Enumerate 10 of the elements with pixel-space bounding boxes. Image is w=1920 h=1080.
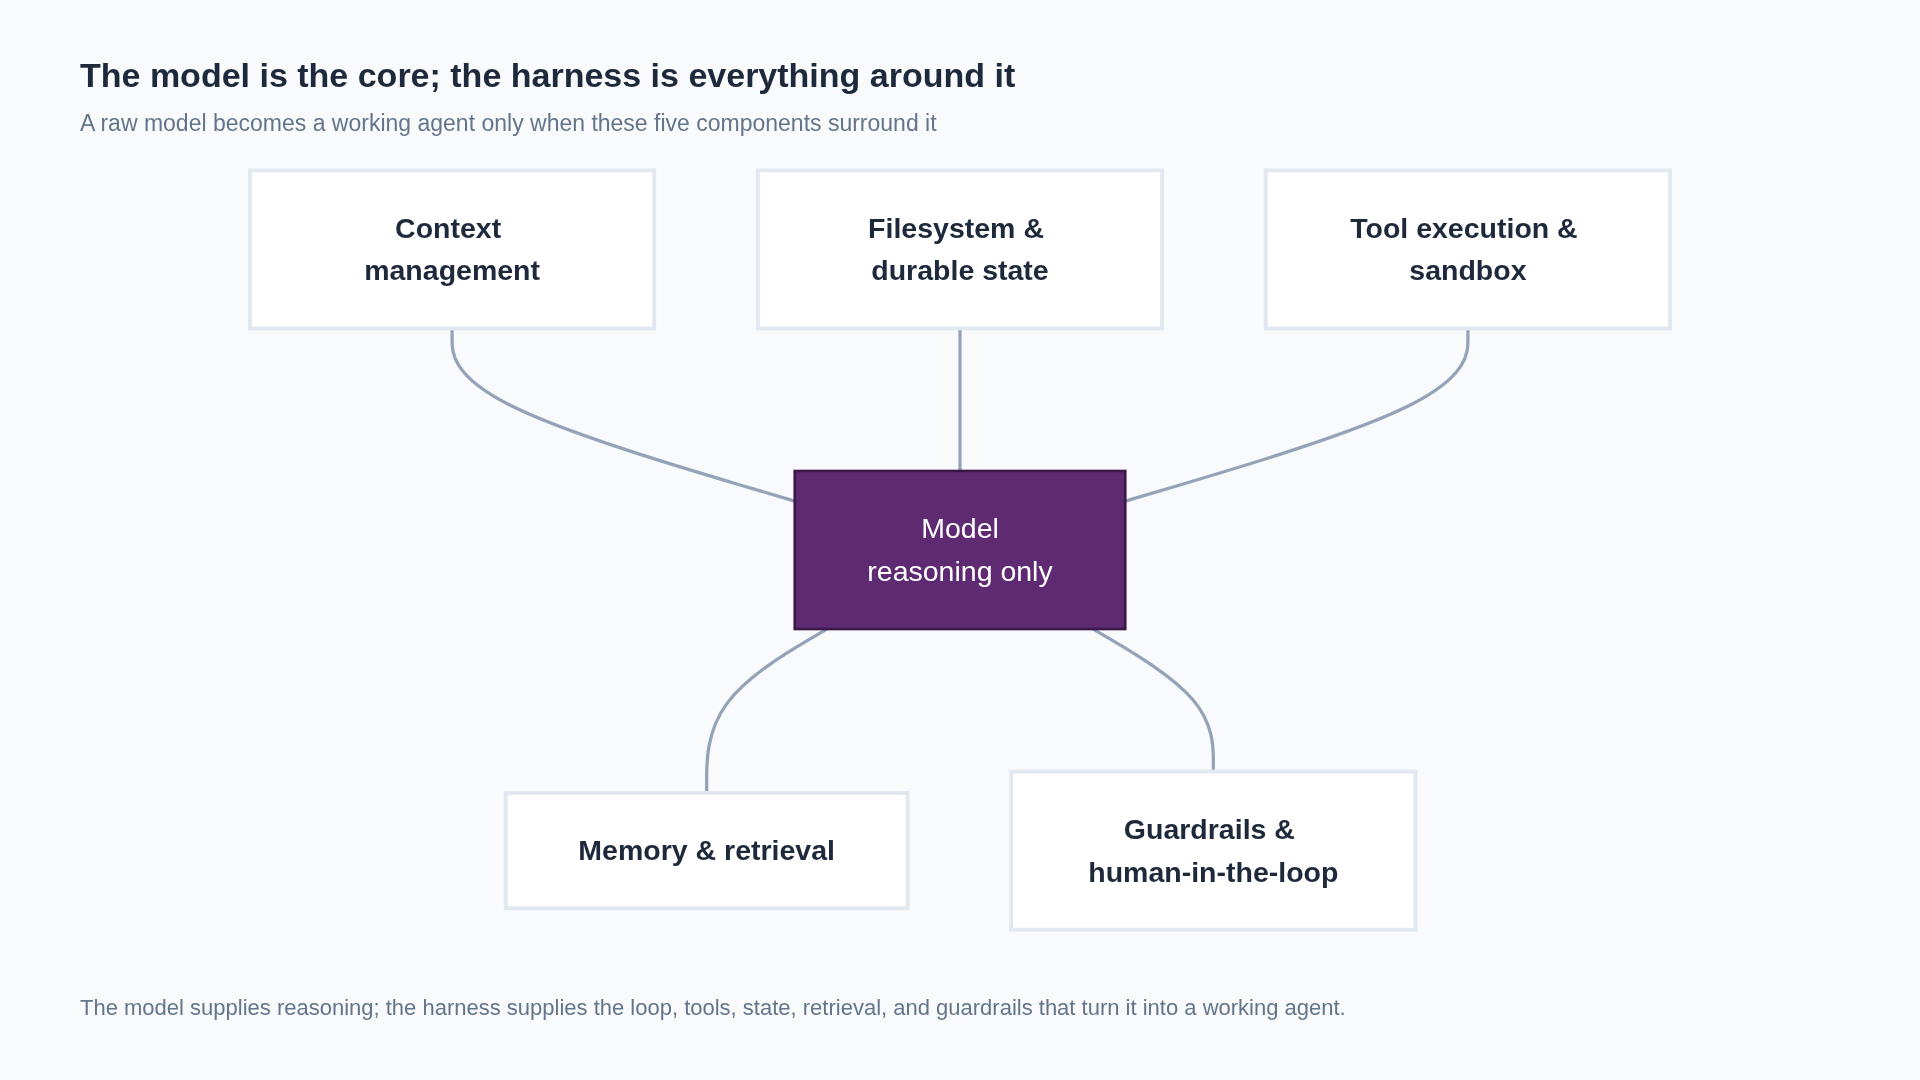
caption: The model supplies reasoning; the harness supplies the loop, tools, state, retrieval, and guardrails that turn it into a working agent.	[80, 995, 1346, 1021]
title: The model is the core; the harness is everything around it	[80, 56, 1016, 95]
node-box: Model reasoning only	[793, 469, 1127, 631]
connector	[958, 328, 962, 471]
node-box: Filesystem & durable state	[755, 168, 1165, 331]
node-box: Memory & retrieval	[503, 791, 910, 911]
node-box: Tool execution & sandbox	[1263, 168, 1672, 331]
subtitle: A raw model becomes a working agent only when these five components surround it	[80, 110, 937, 137]
node-box: Context management	[248, 168, 657, 331]
node-box: Guardrails & human-in-the-loop	[1009, 769, 1418, 932]
